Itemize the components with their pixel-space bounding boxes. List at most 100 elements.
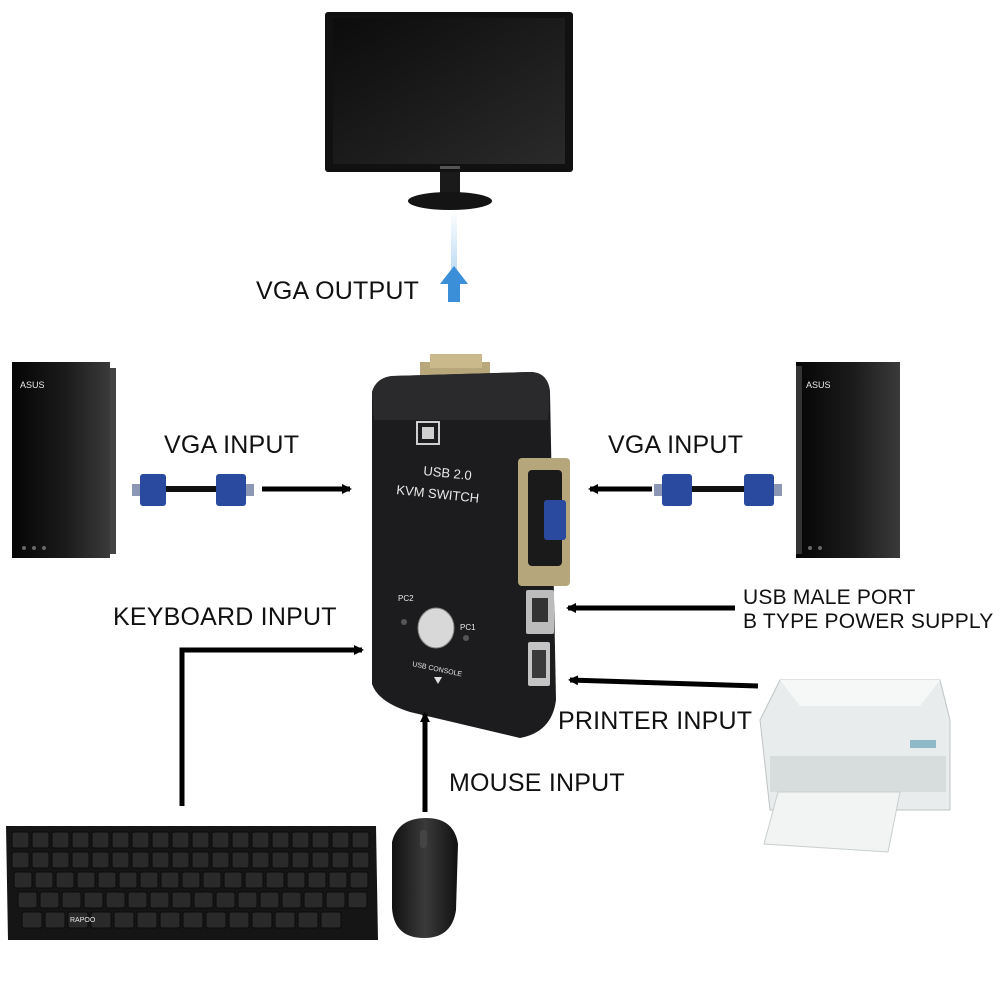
mouse-input-label: MOUSE INPUT — [449, 769, 625, 797]
svg-text:RAPOO: RAPOO — [70, 917, 96, 924]
keyboard-key — [286, 871, 306, 889]
keyboard-key — [13, 871, 33, 889]
keyboard-key — [160, 871, 180, 889]
left-vga-cable — [132, 474, 254, 506]
keyboard-key — [171, 891, 192, 909]
keyboard-key — [71, 851, 90, 869]
keyboard-key — [55, 871, 75, 889]
keyboard-key — [136, 911, 158, 929]
kvm-switch: USB 2.0 KVM SWITCH PC2 PC1 USB CONSOLE — [372, 354, 570, 738]
printer — [759, 679, 951, 853]
keyboard-key — [131, 851, 150, 869]
keyboard-key — [127, 891, 148, 909]
svg-text:ASUS: ASUS — [806, 380, 831, 390]
keyboard-key — [111, 851, 130, 869]
keyboard-key — [91, 851, 110, 869]
keyboard-key — [307, 871, 327, 889]
keyboard-key — [171, 851, 190, 869]
keyboard-key — [61, 891, 82, 909]
keyboard-key — [111, 831, 130, 849]
keyboard-key — [44, 911, 66, 929]
keyboard-key — [11, 851, 30, 869]
keyboard-key — [320, 911, 342, 929]
vga-input-left-label: VGA INPUT — [164, 431, 300, 459]
printer-input-label: PRINTER INPUT — [558, 707, 753, 735]
keyboard-key — [251, 851, 270, 869]
keyboard-key — [331, 831, 350, 849]
keyboard-key — [34, 871, 54, 889]
keyboard-key — [265, 871, 285, 889]
keyboard-key — [351, 831, 370, 849]
keyboard-key — [211, 831, 230, 849]
keyboard-key — [259, 891, 280, 909]
pc2-label: PC2 — [398, 594, 414, 603]
keyboard-key — [118, 871, 138, 889]
keyboard-key — [237, 891, 258, 909]
keyboard-key — [17, 891, 38, 909]
keyboard-key — [193, 891, 214, 909]
keyboard-key — [331, 851, 350, 869]
keyboard-key — [97, 871, 117, 889]
right-vga-cable — [654, 474, 782, 506]
keyboard-key — [202, 871, 222, 889]
keyboard-key — [297, 911, 319, 929]
keyboard-key — [90, 911, 112, 929]
vga-input-right-label: VGA INPUT — [608, 431, 744, 459]
keyboard-key — [271, 851, 290, 869]
keyboard-key — [244, 871, 264, 889]
keyboard-key — [51, 831, 70, 849]
arrow-keyboard-input — [179, 645, 364, 806]
keyboard-key — [151, 831, 170, 849]
keyboard-key — [171, 831, 190, 849]
keyboard-key — [228, 911, 250, 929]
vga-output-arrow — [440, 210, 468, 302]
keyboard-key — [325, 891, 346, 909]
keyboard-key — [351, 851, 370, 869]
arrow-printer-input — [568, 675, 759, 689]
keyboard-key — [181, 871, 201, 889]
keyboard-key — [182, 911, 204, 929]
keyboard-key — [149, 891, 170, 909]
keyboard-key — [311, 851, 330, 869]
keyboard-key — [291, 831, 310, 849]
left-pc-tower: ASUS — [12, 362, 116, 558]
svg-text:ASUS: ASUS — [20, 380, 45, 390]
keyboard-key — [231, 831, 250, 849]
keyboard-key — [231, 851, 250, 869]
keyboard-key — [347, 891, 368, 909]
usb-male-port-label: USB MALE PORT — [743, 586, 916, 609]
right-pc-tower: ASUS — [796, 362, 900, 558]
keyboard-key — [67, 911, 89, 929]
keyboard-key — [205, 911, 227, 929]
keyboard-key — [215, 891, 236, 909]
keyboard-key — [31, 851, 50, 869]
device-title-line1: USB 2.0 — [423, 463, 473, 483]
keyboard-key — [51, 851, 70, 869]
keyboard-input-label: KEYBOARD INPUT — [113, 603, 337, 631]
keyboard-key — [251, 831, 270, 849]
keyboard-key — [291, 851, 310, 869]
keyboard-key — [271, 831, 290, 849]
keyboard-key — [39, 891, 60, 909]
mouse — [392, 818, 458, 938]
keyboard-key — [105, 891, 126, 909]
keyboard: RAPOO — [6, 826, 378, 940]
keyboard-key — [251, 911, 273, 929]
keyboard-key — [31, 831, 50, 849]
keyboard-key — [281, 891, 302, 909]
connection-arrows — [179, 484, 759, 812]
keyboard-key — [71, 831, 90, 849]
keyboard-key — [11, 831, 30, 849]
b-type-power-supply-label: B TYPE POWER SUPPLY — [743, 610, 994, 633]
keyboard-key — [223, 871, 243, 889]
keyboard-key — [311, 831, 330, 849]
keyboard-key — [76, 871, 96, 889]
vga-output-label: VGA OUTPUT — [256, 277, 420, 305]
keyboard-key — [328, 871, 348, 889]
keyboard-key — [191, 851, 210, 869]
keyboard-key — [91, 831, 110, 849]
monitor — [325, 12, 573, 210]
keyboard-key — [159, 911, 181, 929]
